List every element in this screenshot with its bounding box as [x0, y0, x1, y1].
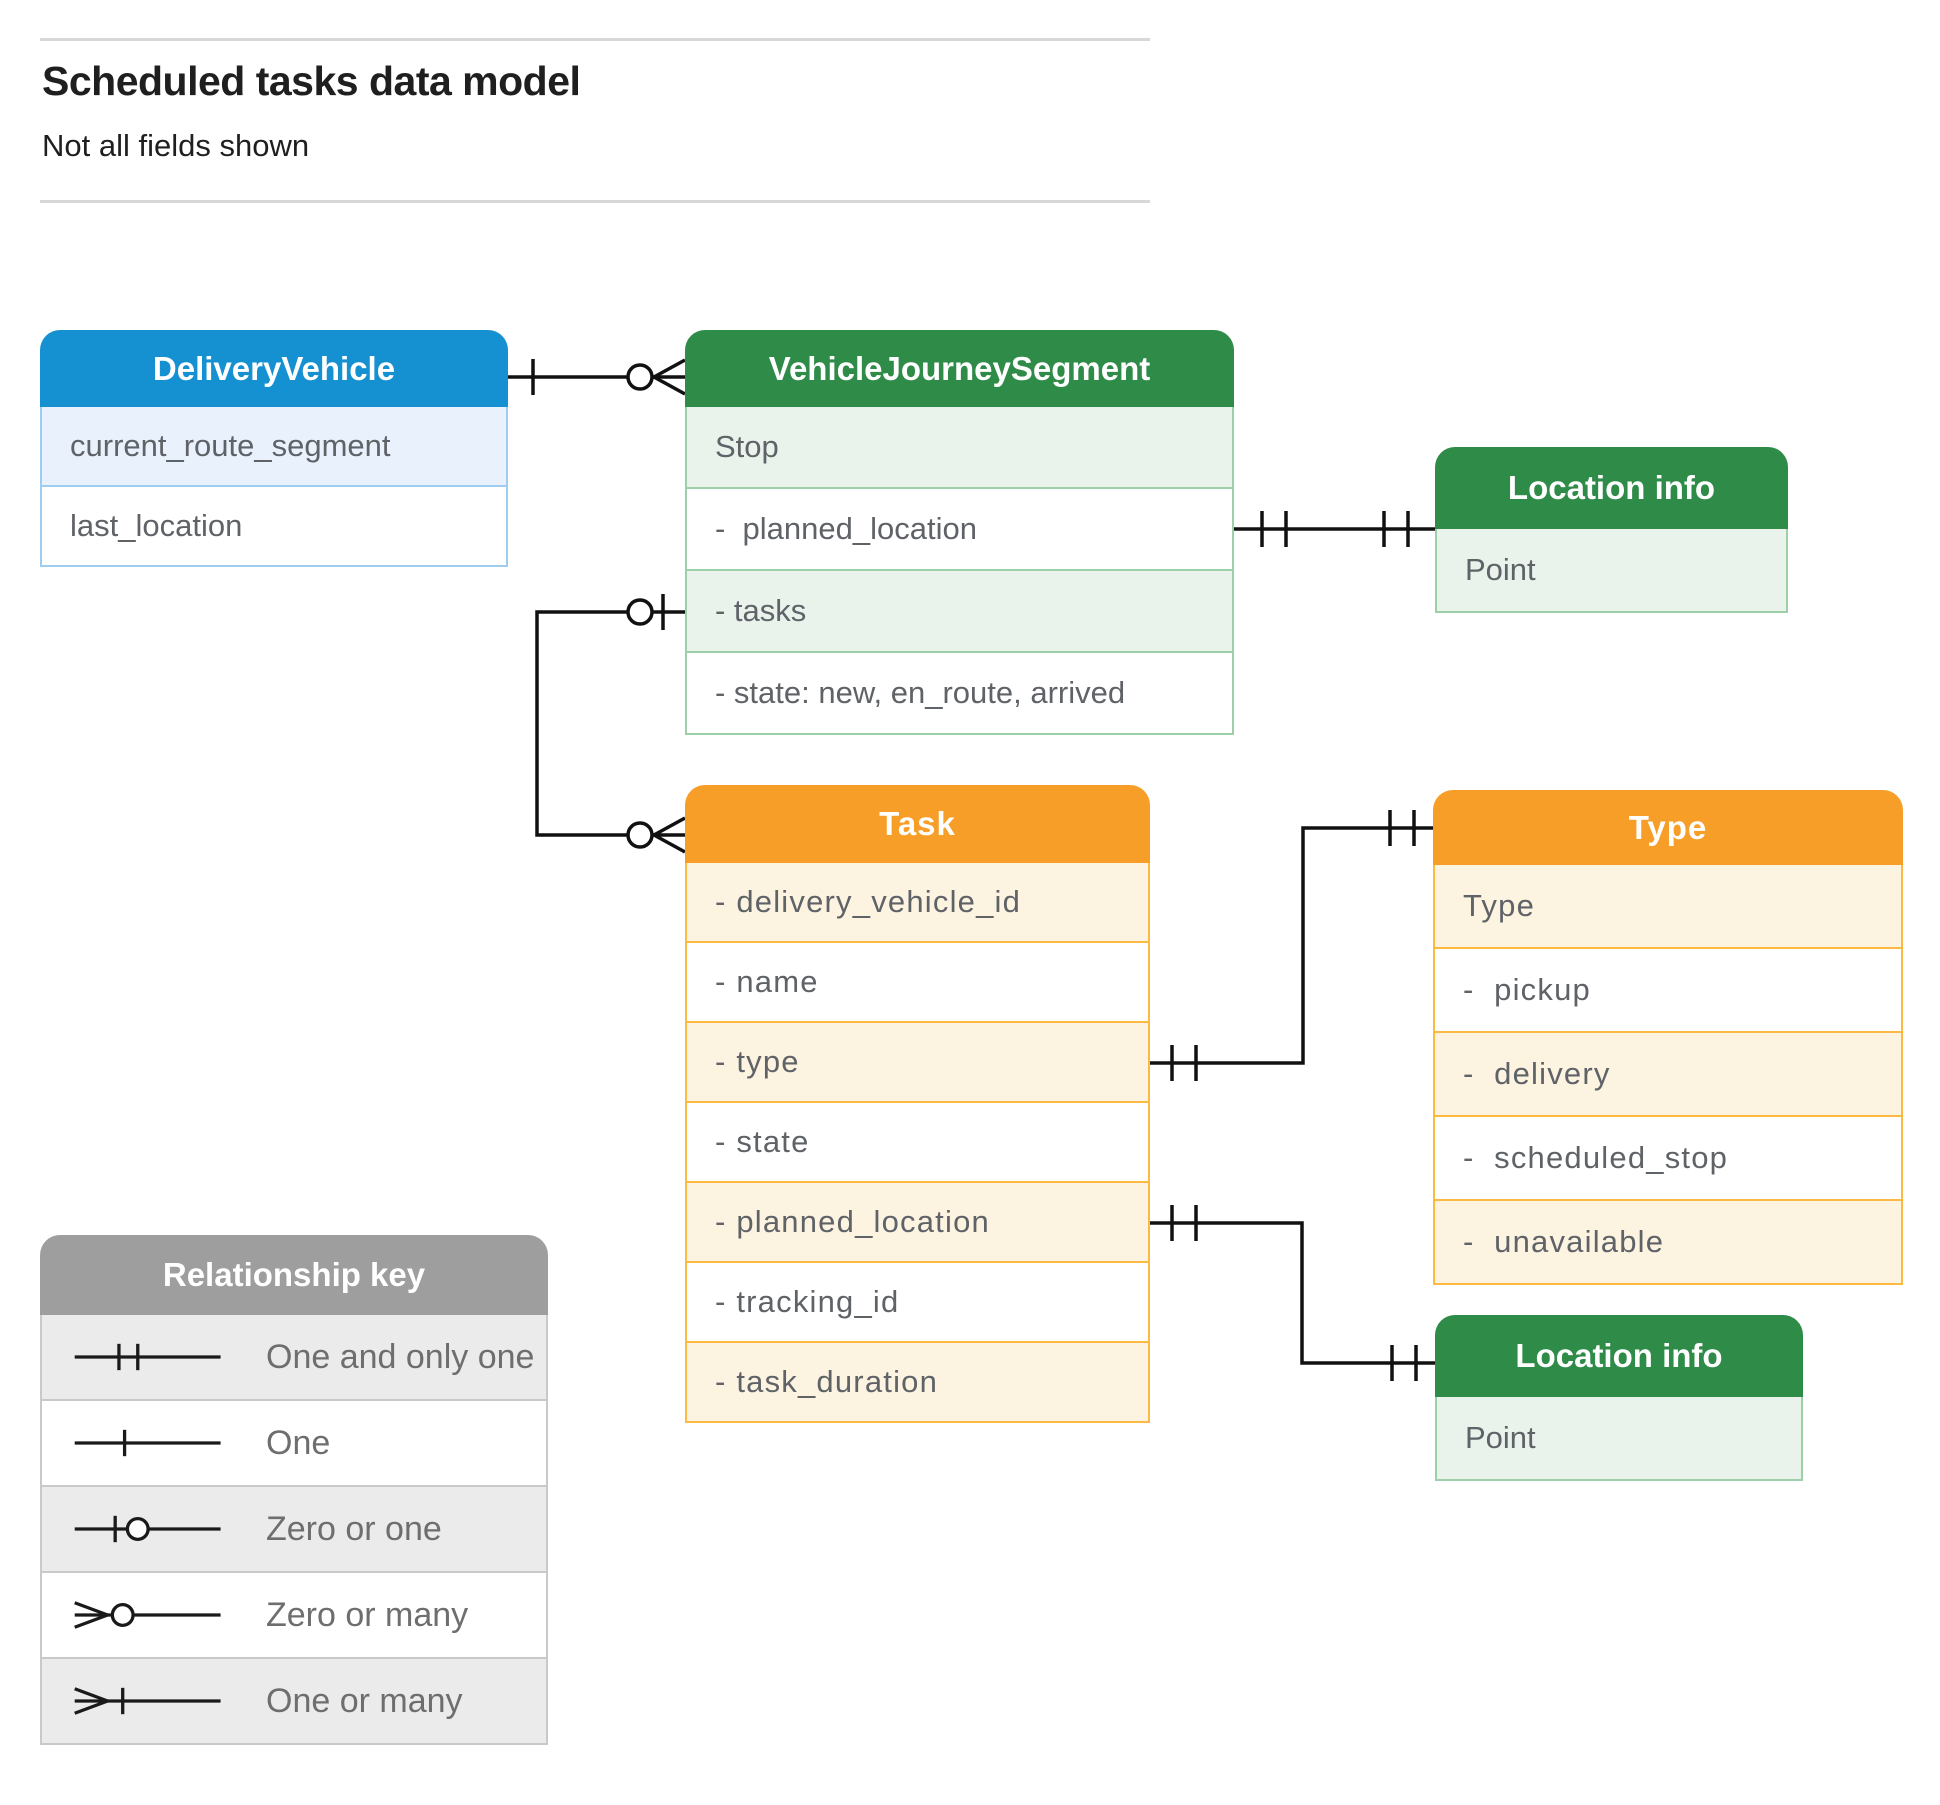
- field-tasks: - tasks: [687, 569, 1232, 651]
- zero-circle: [626, 821, 654, 849]
- field-tracking-id: - tracking_id: [687, 1261, 1148, 1341]
- field-unavailable: - unavailable: [1435, 1199, 1901, 1283]
- title-bottom-rule: [40, 200, 1150, 203]
- field-type-label: Type: [1435, 865, 1901, 947]
- one-and-only-one-ticks: [1260, 511, 1288, 547]
- field-current-route-segment: current_route_segment: [42, 407, 506, 485]
- field-planned-location: - planned_location: [687, 487, 1232, 569]
- entity-delivery-vehicle: DeliveryVehicle current_route_segment la…: [40, 330, 508, 567]
- rel-deliveryvehicle-vehiclejourneysegment: [508, 358, 686, 396]
- entity-title: Task: [685, 785, 1150, 863]
- legend-label: Zero or many: [266, 1595, 469, 1634]
- legend-item-zero-or-one: Zero or one: [42, 1485, 546, 1571]
- field-point: Point: [1437, 1397, 1801, 1479]
- rel-vjs-locationinfo-top: [1234, 511, 1435, 547]
- page-subtitle: Not all fields shown: [42, 128, 310, 163]
- legend-label: One or many: [266, 1681, 463, 1720]
- rel-vjs-tasks-task: [535, 594, 686, 854]
- legend-item-zero-or-many: Zero or many: [42, 1571, 546, 1657]
- many-crowfoot: [653, 358, 686, 396]
- legend-item-one: One: [42, 1399, 546, 1485]
- field-point: Point: [1437, 529, 1786, 611]
- field-last-location: last_location: [42, 485, 506, 565]
- relationship-key: Relationship key One and only one One: [40, 1235, 548, 1745]
- legend-item-one-and-only-one: One and only one: [42, 1315, 546, 1399]
- entity-location-info-top: Location info Point: [1435, 447, 1788, 613]
- field-state: - state: [687, 1101, 1148, 1181]
- top-rule: [40, 38, 1150, 41]
- zero-circle: [626, 363, 654, 391]
- legend-title: Relationship key: [40, 1235, 548, 1315]
- zero-or-many-icon: [74, 1601, 221, 1629]
- many-crowfoot: [653, 816, 686, 854]
- one-and-only-one-ticks: [1390, 1345, 1418, 1381]
- one-and-only-one-ticks: [1170, 1205, 1198, 1241]
- page-title: Scheduled tasks data model: [42, 58, 581, 104]
- one-or-many-icon: [74, 1687, 221, 1715]
- entity-title: Location info: [1435, 1315, 1803, 1397]
- field-name: - name: [687, 941, 1148, 1021]
- rel-task-locationinfo-bottom: [1150, 1205, 1435, 1381]
- one-and-only-one-ticks: [1170, 1045, 1198, 1081]
- legend-label: One and only one: [266, 1337, 535, 1376]
- field-delivery-vehicle-id: - delivery_vehicle_id: [687, 863, 1148, 941]
- entity-location-info-bottom: Location info Point: [1435, 1315, 1803, 1481]
- zero-or-one-icon: [74, 1515, 221, 1543]
- field-planned-location: - planned_location: [687, 1181, 1148, 1261]
- zero-circle: [626, 598, 654, 626]
- legend-item-one-or-many: One or many: [42, 1657, 546, 1743]
- entity-title: VehicleJourneySegment: [685, 330, 1234, 407]
- one-icon: [74, 1429, 221, 1457]
- field-task-duration: - task_duration: [687, 1341, 1148, 1421]
- field-pickup: - pickup: [1435, 947, 1901, 1031]
- field-scheduled-stop: - scheduled_stop: [1435, 1115, 1901, 1199]
- legend-label: One: [266, 1423, 331, 1462]
- field-stop: Stop: [687, 407, 1232, 487]
- field-type: - type: [687, 1021, 1148, 1101]
- one-and-only-one-ticks: [1382, 511, 1410, 547]
- rel-task-type: [1150, 810, 1433, 1081]
- entity-title: Type: [1433, 790, 1903, 865]
- entity-vehicle-journey-segment: VehicleJourneySegment Stop - planned_loc…: [685, 330, 1234, 735]
- field-delivery: - delivery: [1435, 1031, 1901, 1115]
- entity-title: DeliveryVehicle: [40, 330, 508, 407]
- one-and-only-one-icon: [74, 1343, 221, 1371]
- field-state: - state: new, en_route, arrived: [687, 651, 1232, 733]
- legend-label: Zero or one: [266, 1509, 442, 1548]
- entity-task: Task - delivery_vehicle_id - name - type…: [685, 785, 1150, 1423]
- one-and-only-one-ticks: [1388, 810, 1416, 846]
- entity-type: Type Type - pickup - delivery - schedule…: [1433, 790, 1903, 1285]
- entity-title: Location info: [1435, 447, 1788, 529]
